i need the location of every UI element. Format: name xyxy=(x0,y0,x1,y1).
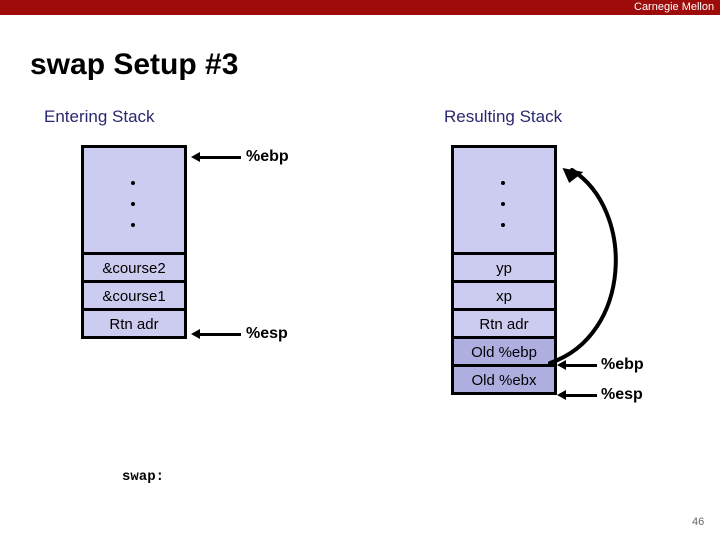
brand-bar: Carnegie Mellon xyxy=(0,0,720,15)
brand-name: Carnegie Mellon xyxy=(634,1,715,13)
esp-pointer-label-right: %esp xyxy=(601,386,643,403)
stack-cell-old-ebx: Old %ebx xyxy=(454,364,554,392)
entering-stack-heading: Entering Stack xyxy=(44,107,155,126)
stack-cell-return-address: Rtn adr xyxy=(454,308,554,336)
arrow-head-icon xyxy=(191,329,200,339)
arrow-head-icon xyxy=(557,360,566,370)
stack-cell-ellipsis xyxy=(84,148,184,252)
resulting-stack-diagram: yp xp Rtn adr Old %ebp Old %ebx xyxy=(451,145,557,395)
stack-cell-xp: xp xyxy=(454,280,554,308)
esp-pointer-arrow-right xyxy=(557,389,597,401)
vertical-ellipsis-icon xyxy=(454,148,554,252)
page-number: 46 xyxy=(692,516,705,528)
esp-pointer-arrow-left xyxy=(191,328,241,340)
arrow-head-icon xyxy=(191,152,200,162)
ebp-pointer-arrow-right xyxy=(557,359,597,371)
ebp-pointer-label-left: %ebp xyxy=(246,148,289,165)
arrow-shaft xyxy=(564,364,597,367)
vertical-ellipsis-icon xyxy=(84,148,184,252)
esp-pointer-label-left: %esp xyxy=(246,325,288,342)
arrow-shaft xyxy=(198,156,241,159)
ebp-pointer-label-right: %ebp xyxy=(601,356,644,373)
stack-cell-old-ebp: Old %ebp xyxy=(454,336,554,364)
stack-cell-return-address: Rtn adr xyxy=(84,308,184,336)
ebp-pointer-arrow-left xyxy=(191,151,241,163)
assembly-code-listing: swap: pushl %ebp movl %esp,%ebp pushl %e… xyxy=(122,412,274,540)
stack-cell-ellipsis xyxy=(454,148,554,252)
resulting-stack-heading: Resulting Stack xyxy=(444,107,563,126)
arrow-shaft xyxy=(564,394,597,397)
arrow-shaft xyxy=(198,333,241,336)
stack-cell-course1: &course1 xyxy=(84,280,184,308)
code-line-label: swap: xyxy=(122,469,165,485)
stack-cell-yp: yp xyxy=(454,252,554,280)
stack-cell-course2: &course2 xyxy=(84,252,184,280)
arrow-head-icon xyxy=(557,390,566,400)
page-title: swap Setup #3 xyxy=(30,48,239,81)
entering-stack-diagram: &course2 &course1 Rtn adr xyxy=(81,145,187,339)
